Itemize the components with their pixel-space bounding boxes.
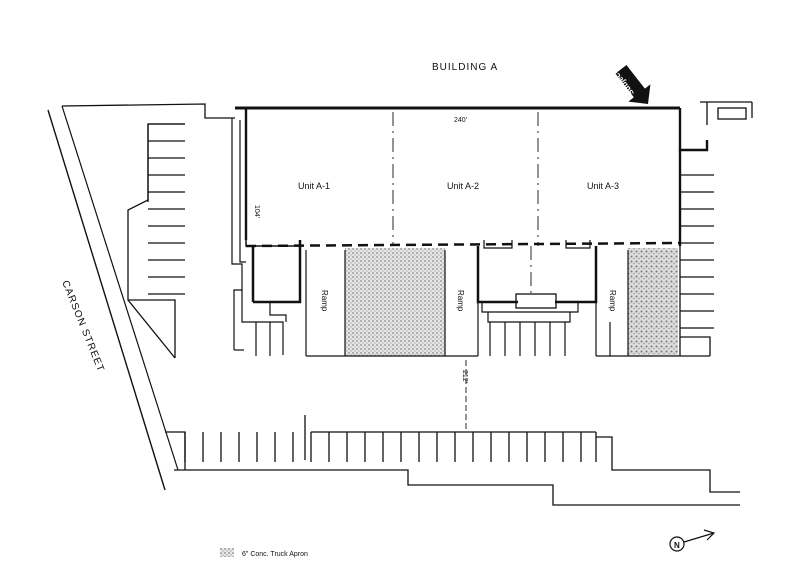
legend-apron-label: 6" Conc. Truck Apron: [242, 551, 308, 558]
legend: 6" Conc. Truck Apron: [220, 548, 308, 558]
unit-label-a2: Unit A-2: [447, 181, 479, 191]
office-a1: [231, 118, 302, 355]
building-outline: [235, 106, 709, 296]
parking-right: [679, 174, 714, 356]
title: BUILDING A: [432, 62, 498, 73]
parking-bottom: [165, 415, 740, 506]
unit-label-a3: Unit A-3: [587, 181, 619, 191]
subject-arrow: Subject: [611, 65, 651, 104]
street-label: CARSON STREET: [59, 279, 106, 374]
north-arrow: [669, 529, 716, 552]
parking-front: [234, 322, 611, 356]
ramp-label-3: Ramp: [608, 290, 617, 312]
site-boundary: [61, 101, 753, 125]
building-length-label: 240': [454, 117, 467, 124]
legend-swatch: [220, 548, 234, 557]
carson-street: [47, 105, 179, 491]
building-depth-label: 104': [253, 205, 260, 218]
ramp-label-1: Ramp: [320, 290, 329, 312]
north-label: N: [674, 541, 680, 550]
lot-depth-label: 212': [461, 370, 468, 383]
parking-left: [127, 123, 185, 359]
unit-label-a1: Unit A-1: [298, 181, 330, 191]
truck-aprons: [345, 248, 678, 356]
ramp-lines: [305, 250, 710, 357]
office-a2-a3: [476, 240, 598, 323]
ramp-label-2: Ramp: [456, 290, 465, 312]
